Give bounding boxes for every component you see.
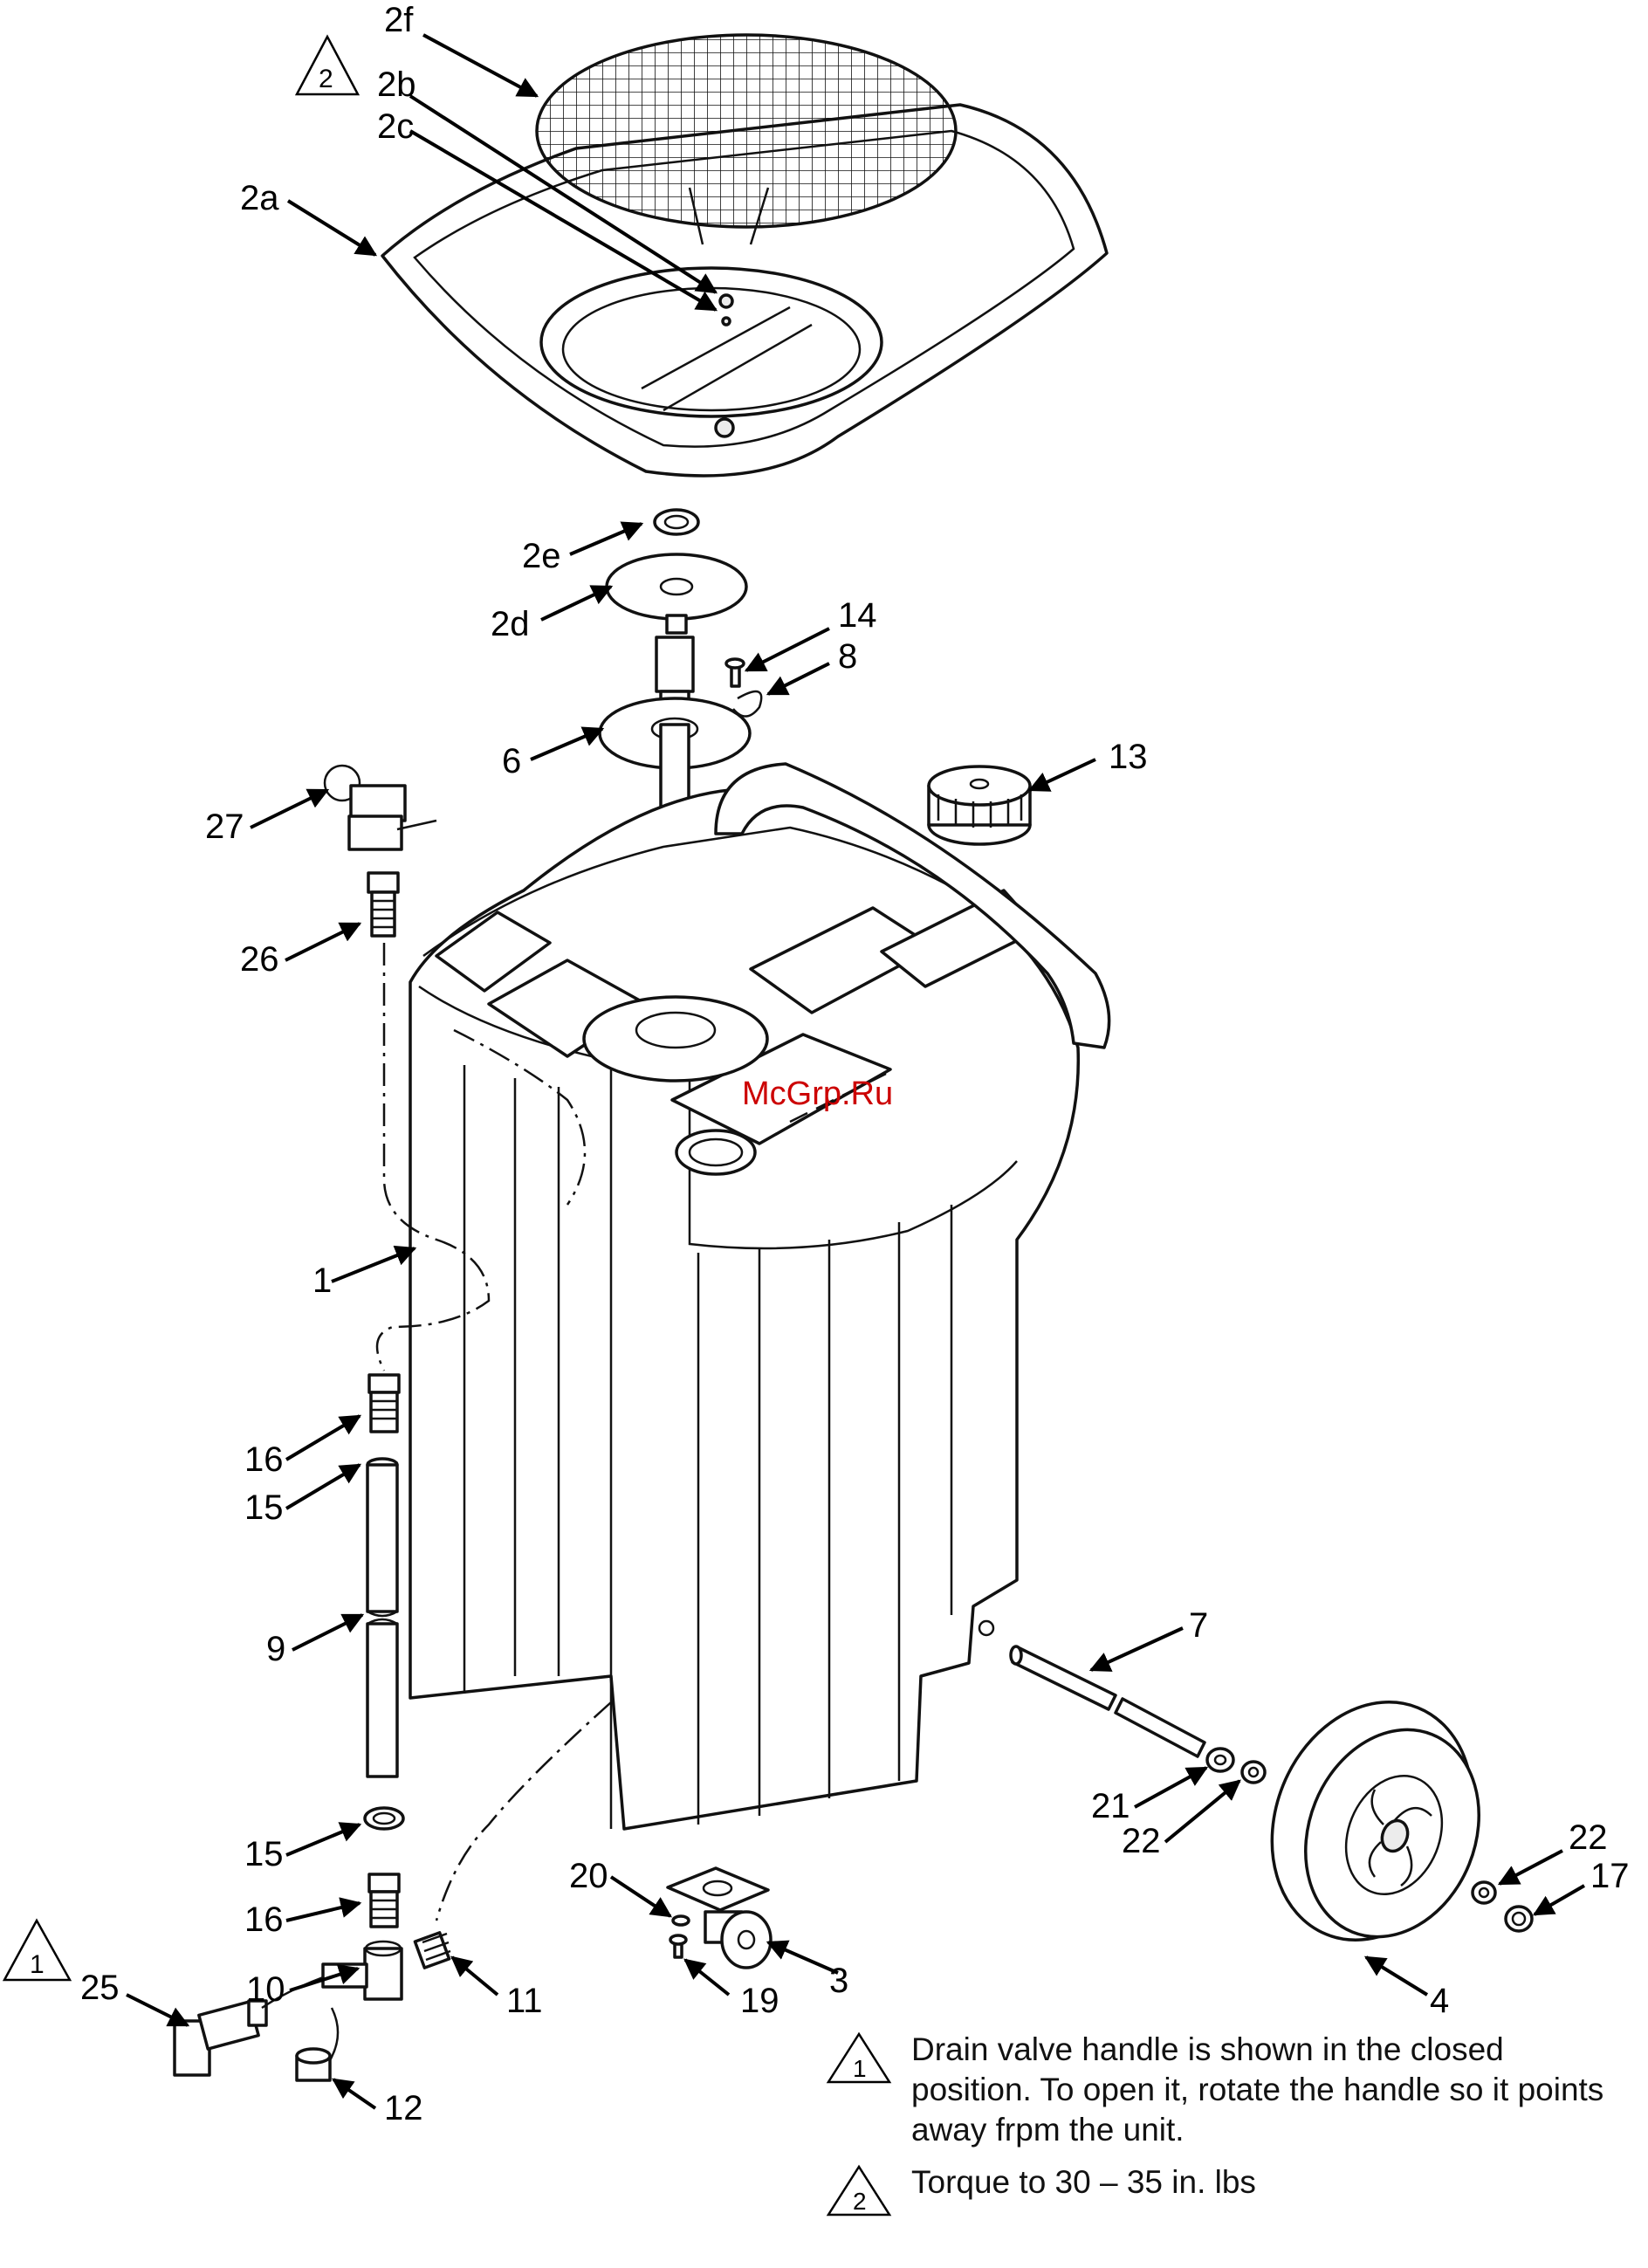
callout-1: 1	[312, 1261, 332, 1300]
cap-12	[297, 2008, 338, 2080]
note-2: 2 Torque to 30 – 35 in. lbs	[821, 2162, 1624, 2203]
fill-cap-13	[929, 766, 1030, 844]
svg-text:1: 1	[853, 2055, 867, 2082]
callout-9: 9	[266, 1630, 285, 1668]
callout-8: 8	[838, 637, 857, 676]
callout-6: 6	[502, 742, 521, 780]
note-2-text: Torque to 30 – 35 in. lbs	[911, 2164, 1256, 2200]
svg-text:2: 2	[319, 65, 333, 93]
washer-21	[1207, 1749, 1233, 1771]
svg-text:2: 2	[853, 2188, 867, 2215]
warning-triangle-icon: 2	[826, 2164, 892, 2218]
screw-19	[670, 1935, 686, 1957]
note-1-text: Drain valve handle is shown in the close…	[911, 2031, 1603, 2148]
callout-21: 21	[1091, 1787, 1130, 1825]
washer-22-inner	[1242, 1762, 1265, 1783]
sight-tube-9	[367, 1459, 397, 1777]
clamp-15-lower	[365, 1808, 403, 1829]
callout-12: 12	[384, 2089, 423, 2127]
callout-16-lower: 16	[244, 1900, 284, 1939]
note-1: 1 Drain valve handle is shown in the clo…	[821, 2030, 1624, 2150]
washer-22-outer	[1473, 1882, 1495, 1903]
callout-7: 7	[1189, 1606, 1208, 1645]
callout-27: 27	[205, 808, 244, 846]
callout-25: 25	[80, 1969, 120, 2007]
callout-19: 19	[740, 1982, 779, 2020]
callout-2d: 2d	[491, 605, 530, 643]
warning-triangle-1: 1	[4, 1921, 70, 1980]
callout-22-inner: 22	[1122, 1822, 1161, 1860]
fitting-16-upper	[369, 1375, 399, 1432]
cap-nut-17	[1506, 1907, 1532, 1931]
warning-triangle-2: 2	[297, 37, 358, 94]
callout-4: 4	[1430, 1982, 1449, 2020]
callout-10: 10	[246, 1970, 285, 2009]
fitting-26	[368, 873, 398, 936]
callout-15-lower: 15	[244, 1835, 284, 1873]
fitting-16-lower	[369, 1874, 399, 1927]
warning-triangle-icon: 1	[826, 2031, 892, 2086]
notes-block: 1 Drain valve handle is shown in the clo…	[821, 2030, 1624, 2215]
wheel-4	[1238, 1672, 1509, 1970]
callout-20: 20	[569, 1857, 608, 1895]
watermark-text: McGrp.Ru	[742, 1076, 893, 1112]
coupler-27	[325, 766, 436, 849]
callout-16-upper: 16	[244, 1440, 284, 1479]
callout-14: 14	[838, 596, 877, 635]
callout-11: 11	[506, 1982, 543, 2020]
callout-22-outer: 22	[1569, 1818, 1608, 1857]
callout-2b: 2b	[377, 65, 416, 104]
callout-26: 26	[240, 940, 279, 979]
nipple-11	[415, 1933, 450, 1968]
callout-3: 3	[829, 1962, 848, 2000]
callout-2e: 2e	[522, 537, 561, 575]
svg-text:1: 1	[30, 1950, 45, 1979]
clip-8	[733, 691, 761, 717]
screw-14	[726, 659, 744, 686]
callout-13: 13	[1109, 738, 1148, 776]
callout-2f: 2f	[384, 1, 414, 39]
tee-fitting-10	[323, 1942, 402, 1999]
mounting-plate-2d	[607, 554, 746, 633]
callout-2a: 2a	[240, 179, 279, 217]
callout-17: 17	[1590, 1857, 1630, 1895]
hopper-tank-1	[410, 764, 1109, 1829]
callout-2c: 2c	[377, 107, 414, 146]
gasket-2e	[655, 510, 698, 534]
callout-15-upper: 15	[244, 1488, 284, 1527]
washer-20	[673, 1916, 689, 1925]
